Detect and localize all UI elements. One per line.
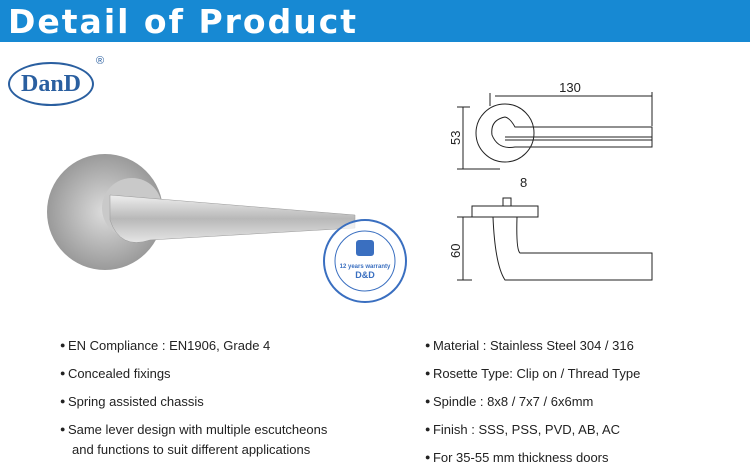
features-left: EN Compliance : EN1906, Grade 4 Conceale… (60, 335, 327, 460)
dim-rose: 53 (448, 131, 463, 145)
dim-spindle: 8 (520, 175, 527, 190)
feature-item: Same lever design with multiple escutche… (60, 419, 327, 460)
dim-length: 130 (559, 80, 581, 95)
feature-item: For 35-55 mm thickness doors (425, 447, 640, 468)
registered-mark: ® (96, 55, 105, 67)
feature-item: EN Compliance : EN1906, Grade 4 (60, 335, 327, 356)
feature-item: Material : Stainless Steel 304 / 316 (425, 335, 640, 356)
dim-height: 60 (448, 244, 463, 258)
feature-item: Spring assisted chassis (60, 391, 327, 412)
feature-item: Rosette Type: Clip on / Thread Type (425, 363, 640, 384)
warranty-stamp: 12 years warranty D&D (323, 219, 407, 303)
feature-item: Finish : SSS, PSS, PVD, AB, AC (425, 419, 640, 440)
page-title: Detail of Product (8, 2, 359, 41)
header-banner: Detail of Product (0, 0, 750, 42)
brand-logo: DanD (8, 62, 94, 106)
feature-item: Spindle : 8x8 / 7x7 / 6x6mm (425, 391, 640, 412)
svg-text:12 years warranty: 12 years warranty (340, 264, 391, 270)
feature-text: Same lever design with multiple escutche… (67, 422, 328, 437)
feature-item: Concealed fixings (60, 363, 327, 384)
dimension-drawing: 130 53 8 60 (448, 80, 653, 281)
feature-text-cont: and functions to suit different applicat… (72, 442, 311, 457)
product-photo (47, 154, 356, 270)
logo-text: DanD (20, 71, 81, 97)
features-right: Material : Stainless Steel 304 / 316 Ros… (425, 335, 640, 475)
svg-text:D&D: D&D (355, 270, 375, 280)
